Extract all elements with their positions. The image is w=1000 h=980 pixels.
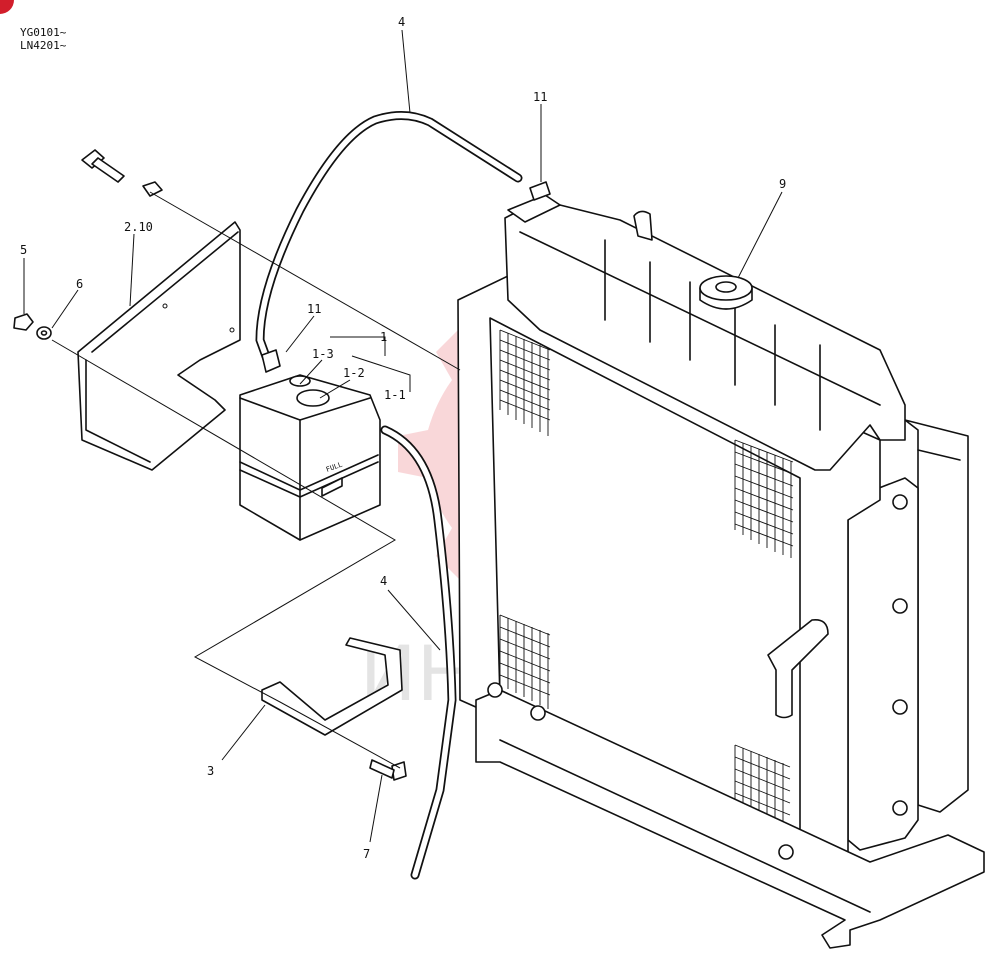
reserve-tank: FULL: [239, 374, 381, 541]
nut: [13, 313, 34, 331]
top-nut: [142, 181, 163, 197]
callout-radiator-cap: 9: [779, 177, 786, 191]
radiator-core-mesh: [499, 329, 794, 839]
radiator-cap: [699, 275, 753, 310]
callout-clamp-tank: 11: [307, 302, 321, 316]
callout-tank-body: 1-1: [384, 388, 406, 402]
overflow-hose-upper: [255, 111, 523, 367]
radiator-assembly: [457, 194, 985, 949]
callout-tank-cap-seal: 1-2: [343, 366, 365, 380]
callout-hose-upper: 4: [398, 15, 405, 29]
callout-washer: 6: [76, 277, 83, 291]
callout-hose-lower: 4: [380, 574, 387, 588]
hose-clamp-tank: [261, 349, 281, 373]
serial-code-1: YG0101~: [20, 26, 67, 39]
callouts: 4 11 9 2.10 5 6 11 1 1-3 1-2 1-1 4 3 7: [20, 15, 786, 861]
callout-clamp-top: 11: [533, 90, 547, 104]
callout-reserve-tank: 1: [380, 330, 387, 344]
serial-code-2: LN4201~: [20, 39, 67, 52]
washer: [36, 326, 52, 340]
callout-band: 3: [207, 764, 214, 778]
tank-band: [261, 637, 403, 736]
callout-bolt: 7: [363, 847, 370, 861]
callout-nut: 5: [20, 243, 27, 257]
top-bolt: [81, 149, 125, 183]
mounting-bracket: [77, 221, 241, 471]
callout-bracket: 2.10: [124, 220, 153, 234]
corner-badge: [0, 0, 14, 14]
hose-clamp-top: [529, 181, 551, 201]
band-bolt: [369, 759, 407, 781]
callout-tank-cap: 1-3: [312, 347, 334, 361]
overflow-hose-lower: [380, 425, 457, 880]
leader-lines: [23, 29, 783, 843]
